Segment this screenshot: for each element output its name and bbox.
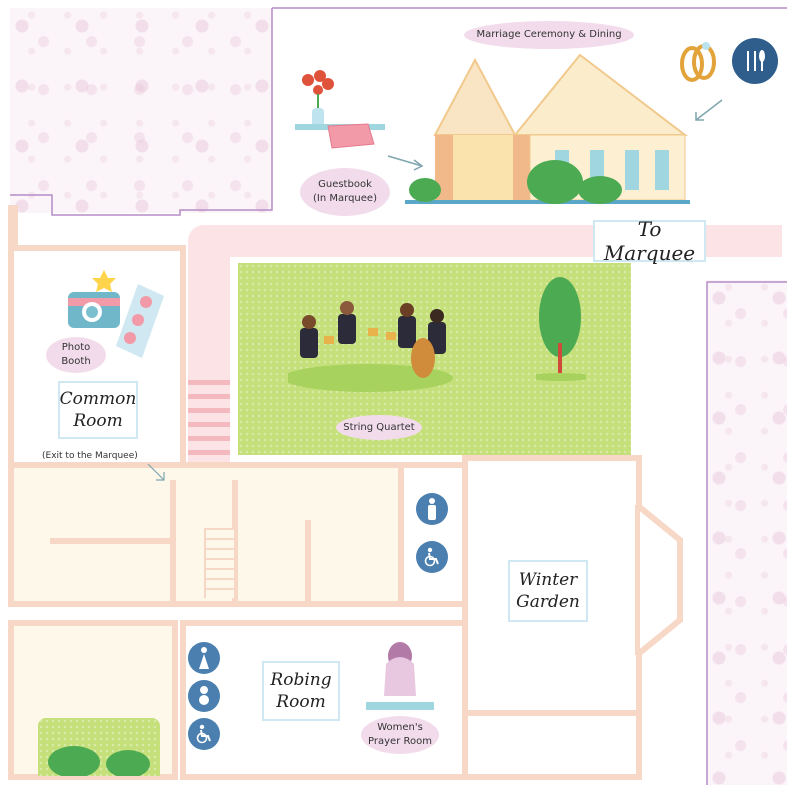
flower-vase-icon [302,70,334,128]
guestbook-label: Guestbook (In Marquee) [300,168,390,216]
arrow-to-guestbook [387,155,424,171]
marriage-ceremony-label: Marriage Ceremony & Dining [464,21,634,49]
baby-change-icon [188,680,220,712]
toilets-room [398,462,470,607]
winter-garden-label: Winter Garden [508,560,588,622]
divider-vertical [170,480,176,605]
wheelchair-icon [416,541,448,573]
photo-strip-icon [116,284,164,358]
prayer-woman-icon [366,642,434,710]
photo-booth-label: Photo Booth [46,337,106,373]
exit-arrow [147,463,165,481]
tree-icon [536,277,586,381]
camera-icon [68,270,120,328]
pattern-top-left [10,8,272,213]
robing-room-label: Robing Room [262,661,340,721]
wall-top-left [8,205,18,245]
divider-vertical-3 [305,520,311,605]
wedding-rings-icon [680,42,716,82]
hedge-icon [48,746,150,776]
winter-garden-inner [468,710,638,716]
to-marquee-label: To Marquee [593,217,706,265]
winter-garden-bay [635,505,683,655]
prayer-room-label: Women's Prayer Room [361,716,439,754]
string-quartet-label: String Quartet [336,415,422,440]
toilet-person-icon [188,642,220,674]
string-quartet-illustration [288,301,453,392]
toilet-person-icon [416,493,448,525]
staircase [204,528,236,598]
common-room-label: Common Room [58,381,138,439]
guestbook-icon [327,123,375,149]
fork-knife-icon [732,38,778,84]
marquee-tent [405,53,690,204]
pattern-right [707,280,787,785]
steps [188,380,230,460]
exit-marquee-label: (Exit to the Marquee) [42,451,138,461]
arrow-to-tent [695,99,723,121]
divider-hall [50,538,170,544]
wheelchair-icon [188,718,220,750]
